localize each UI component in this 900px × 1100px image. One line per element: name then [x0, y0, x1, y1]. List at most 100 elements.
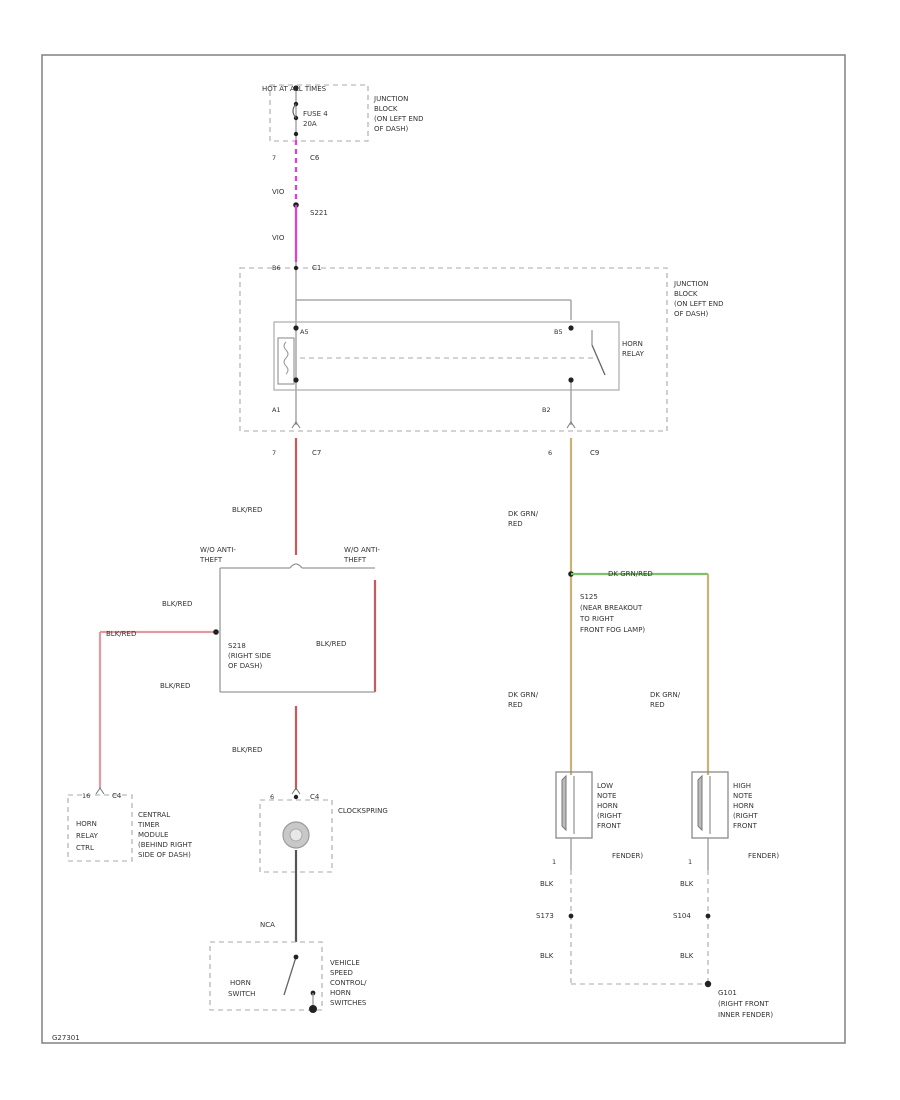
wire-blk-red-b-label: BLK/RED: [106, 630, 136, 638]
conn-c9-label: C9: [590, 449, 599, 457]
conn-c4-label: C4: [112, 792, 122, 800]
wire-dk-grn-red-3-label: DK GRN/ RED: [650, 691, 681, 709]
svg-text:CTRL: CTRL: [76, 844, 94, 852]
svg-text:JUNCTION: JUNCTION: [673, 280, 708, 288]
footer-code: G27301: [52, 1034, 80, 1042]
conn-c1-label: C1: [312, 264, 321, 272]
svg-text:JUNCTION: JUNCTION: [373, 95, 408, 103]
hot-at-all-times-label: HOT AT ALL TIMES: [262, 85, 327, 93]
svg-text:RED: RED: [650, 701, 665, 709]
svg-text:FENDER): FENDER): [748, 852, 779, 860]
power-feed: [269, 84, 369, 262]
svg-text:OF DASH): OF DASH): [674, 310, 709, 318]
svg-text:BLOCK: BLOCK: [674, 290, 698, 298]
horn-switch-label: HORN SWITCH: [228, 979, 255, 998]
splice-s173-label: S173: [536, 912, 554, 920]
svg-text:(ON LEFT END: (ON LEFT END: [674, 300, 723, 308]
horn-switch-contact: [283, 956, 297, 996]
relay-coil-winding: [283, 341, 289, 375]
svg-text:VEHICLE: VEHICLE: [330, 959, 360, 967]
svg-text:FRONT FOG LAMP): FRONT FOG LAMP): [580, 626, 645, 634]
wire-blk-red-top-label: BLK/RED: [232, 506, 262, 514]
svg-text:HORN: HORN: [733, 802, 754, 810]
wire-blk-1-label: BLK: [540, 880, 554, 888]
fuse-label-line2: 20A: [303, 120, 317, 128]
wire-blk-red-a-label: BLK/RED: [162, 600, 192, 608]
svg-text:BLOCK: BLOCK: [374, 105, 398, 113]
splice-s221-label: S221: [310, 209, 328, 217]
ground-g101-label: G101 (RIGHT FRONT INNER FENDER): [718, 989, 773, 1019]
left-circuit: [67, 438, 377, 1013]
svg-text:TO RIGHT: TO RIGHT: [579, 615, 615, 623]
splice-s218-label: S218 (RIGHT SIDE OF DASH): [228, 642, 271, 670]
svg-text:W/O ANTI-: W/O ANTI-: [344, 546, 380, 554]
pin-clockspring-label: 6: [270, 793, 274, 801]
pin-high-horn-label: 1: [688, 858, 692, 866]
svg-text:S218: S218: [228, 642, 246, 650]
svg-text:TIMER: TIMER: [137, 821, 160, 829]
pin-7-top: 7: [272, 154, 276, 162]
diagram-frame: [41, 54, 846, 1044]
relay-coil: [277, 337, 295, 385]
svg-text:CONTROL/: CONTROL/: [330, 979, 367, 987]
conn-c4-clock-label: C4: [310, 793, 320, 801]
speed-control-label: VEHICLE SPEED CONTROL/ HORN SWITCHES: [330, 959, 367, 1007]
svg-text:(RIGHT FRONT: (RIGHT FRONT: [718, 1000, 769, 1008]
wire-blk-4-label: BLK: [680, 952, 694, 960]
high-note-horn-outline: [691, 771, 729, 839]
pin-b2-label: B2: [542, 406, 551, 414]
right-circuit: [555, 438, 729, 988]
svg-text:SWITCHES: SWITCHES: [330, 999, 367, 1007]
svg-text:S125: S125: [580, 593, 598, 601]
svg-text:RELAY: RELAY: [76, 832, 99, 840]
svg-text:HORN: HORN: [76, 820, 97, 828]
conn-c7-label: C7: [312, 449, 321, 457]
wire-vio-2-label: VIO: [272, 234, 285, 242]
svg-text:(RIGHT: (RIGHT: [733, 812, 758, 820]
junction-block-relay-label: JUNCTION BLOCK (ON LEFT END OF DASH): [673, 280, 723, 318]
svg-text:SWITCH: SWITCH: [228, 990, 255, 998]
svg-text:NOTE: NOTE: [597, 792, 616, 800]
svg-text:OF DASH): OF DASH): [228, 662, 263, 670]
svg-text:W/O ANTI-: W/O ANTI-: [200, 546, 236, 554]
svg-text:LOW: LOW: [597, 782, 613, 790]
svg-text:(NEAR BREAKOUT: (NEAR BREAKOUT: [580, 604, 643, 612]
horn-relay-label: HORN RELAY: [622, 340, 645, 358]
w-anti-theft-label: W/O ANTI- THEFT: [343, 546, 380, 564]
w-o-anti-theft-label: W/O ANTI- THEFT: [199, 546, 236, 564]
wire-blk-2-label: BLK: [680, 880, 694, 888]
pin-a5-label: A5: [300, 328, 309, 336]
ground-dot-horn-switch: [309, 1005, 317, 1013]
wire-vio-1-label: VIO: [272, 188, 285, 196]
svg-text:SIDE OF DASH): SIDE OF DASH): [138, 851, 191, 859]
fuse-label-line1: FUSE 4: [303, 110, 328, 118]
wire-blk-3-label: BLK: [540, 952, 554, 960]
low-note-horn-label: LOW NOTE HORN (RIGHT FRONT FENDER): [597, 782, 643, 860]
horn-relay-block: [239, 262, 668, 432]
wire-blk-red-d-label: BLK/RED: [160, 682, 190, 690]
central-timer-module-label: CENTRAL TIMER MODULE (BEHIND RIGHT SIDE …: [137, 811, 193, 859]
svg-text:HORN: HORN: [622, 340, 643, 348]
fuse-symbol: [292, 103, 297, 119]
svg-text:FRONT: FRONT: [597, 822, 622, 830]
svg-text:FENDER): FENDER): [612, 852, 643, 860]
svg-text:INNER FENDER): INNER FENDER): [718, 1011, 773, 1019]
relay-contact-arm: [591, 344, 606, 376]
svg-text:DK GRN/: DK GRN/: [650, 691, 681, 699]
wire-nca-label: NCA: [260, 921, 275, 929]
wire-dk-grn-red-2-label: DK GRN/ RED: [508, 691, 539, 709]
svg-text:THEFT: THEFT: [343, 556, 367, 564]
junction-block-top-outline: [269, 84, 369, 142]
clockspring-label: CLOCKSPRING: [338, 807, 388, 815]
svg-text:FRONT: FRONT: [733, 822, 758, 830]
splice-s173-dot: [568, 913, 574, 919]
splice-s104-label: S104: [673, 912, 691, 920]
pin-16-label: 16: [82, 792, 90, 800]
svg-text:NOTE: NOTE: [733, 792, 752, 800]
pin-b5-label: B5: [554, 328, 563, 336]
svg-text:RED: RED: [508, 701, 523, 709]
svg-text:G101: G101: [718, 989, 737, 997]
horn-relay-outline: [273, 321, 620, 391]
wire-blk-red-c-label: BLK/RED: [316, 640, 346, 648]
